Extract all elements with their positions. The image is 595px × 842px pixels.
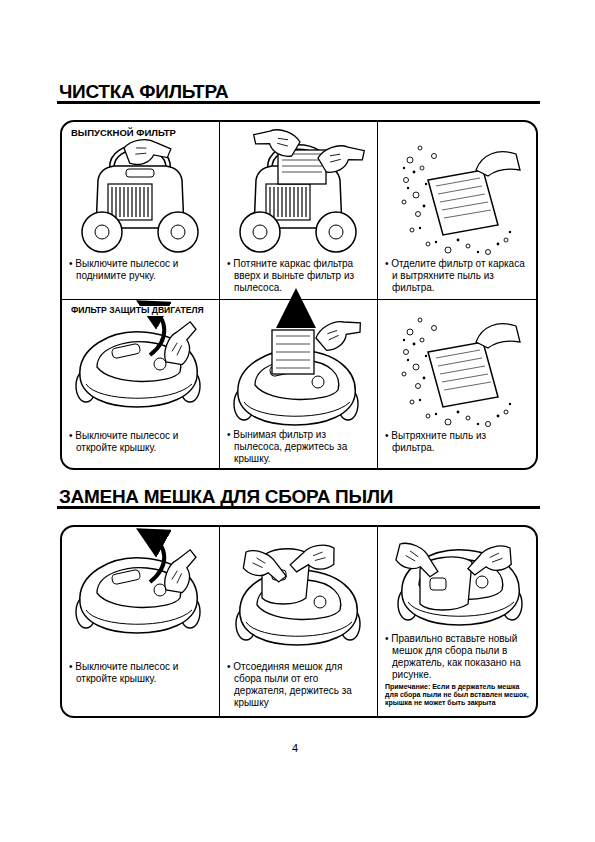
- step-text: • Потяните каркас фильтра вверх и выньте…: [227, 258, 371, 294]
- step-panel: • Выключите пылесос и откройте крышку.: [62, 527, 220, 716]
- step-panel: • Правильно вставьте новый мешок для сбо…: [378, 527, 536, 716]
- step-caption: • Отсоединяя мешок для сбора пыли от его…: [227, 661, 371, 709]
- step-caption: • Выключите пылесос и поднимите ручку.: [69, 258, 213, 282]
- bag-step1: [76, 536, 200, 633]
- step-panel: ВЫПУСКНОЙ ФИЛЬТР • Выключите пылесос и по…: [62, 122, 220, 300]
- step-text: • Отделите фильтр от каркаса и вытряхнит…: [385, 258, 530, 294]
- step-panel: • Отделите фильтр от каркаса и вытряхнит…: [378, 122, 536, 300]
- motor-filter-step2: [234, 308, 365, 425]
- step-panel: • Потяните каркас фильтра вверх и выньте…: [220, 122, 378, 300]
- step-text: • Отсоединяя мешок для сбора пыли от его…: [227, 661, 371, 709]
- step-text: • Выключите пылесос и откройте крышку.: [69, 430, 213, 454]
- step-caption: • Выключите пылесос и откройте крышку.: [69, 661, 213, 685]
- step-caption: • Потяните каркас фильтра вверх и выньте…: [227, 258, 371, 294]
- step-text: • Вытряхните пыль из фильтра.: [385, 430, 530, 454]
- panel-label: ВЫПУСКНОЙ ФИЛЬТР: [69, 128, 178, 139]
- section-heading: ЧИСТКА ФИЛЬТРА: [59, 81, 229, 103]
- section-frame: ЗАМЕНА МЕШКА ДЛЯ СБОРА ПЫЛИ• Выключите п…: [60, 525, 538, 718]
- step-caption: • Отделите фильтр от каркаса и вытряхнит…: [385, 258, 530, 294]
- exhaust-filter-step2: [240, 121, 368, 252]
- exhaust-filter-step3: [402, 146, 520, 255]
- step-panel: • Отсоединяя мешок для сбора пыли от его…: [220, 527, 378, 716]
- page-number: 4: [292, 742, 298, 754]
- panel-label: ФИЛЬТР ЗАЩИТЫ ДВИГАТЕЛЯ: [69, 306, 206, 316]
- exhaust-filter-step1: [82, 135, 198, 252]
- section-frame: ЧИСТКА ФИЛЬТРАВЫПУСКНОЙ ФИЛЬТР• Выключит…: [60, 120, 538, 470]
- step-panel: • Вытряхните пыль из фильтра.: [378, 300, 536, 468]
- step-text: • Вынимая фильтр из пылесоса, держитесь …: [227, 429, 371, 465]
- step-caption: • Правильно вставьте новый мешок для сбо…: [385, 633, 530, 681]
- step-text: • Выключите пылесос и откройте крышку.: [69, 661, 213, 685]
- step-panel: ФИЛЬТР ЗАЩИТЫ ДВИГАТЕЛЯ • Выключите пылес…: [62, 300, 220, 468]
- step-caption: • Вытряхните пыль из фильтра.: [385, 430, 530, 454]
- step-caption: • Вынимая фильтр из пылесоса, держитесь …: [227, 429, 371, 465]
- step-caption: • Выключите пылесос и откройте крышку.: [69, 430, 213, 454]
- section-heading: ЗАМЕНА МЕШКА ДЛЯ СБОРА ПЫЛИ: [59, 486, 393, 508]
- bag-step2: [236, 543, 360, 645]
- bag-step3: [392, 539, 522, 625]
- motor-filter-step1: [76, 308, 200, 407]
- step-panel: • Вынимая фильтр из пылесоса, держитесь …: [220, 300, 378, 468]
- motor-filter-step3: [402, 318, 520, 427]
- note-text: Примечание: Если в держатель мешка для с…: [385, 683, 530, 707]
- step-text: • Правильно вставьте новый мешок для сбо…: [385, 633, 530, 707]
- step-text: • Выключите пылесос и поднимите ручку.: [69, 258, 213, 282]
